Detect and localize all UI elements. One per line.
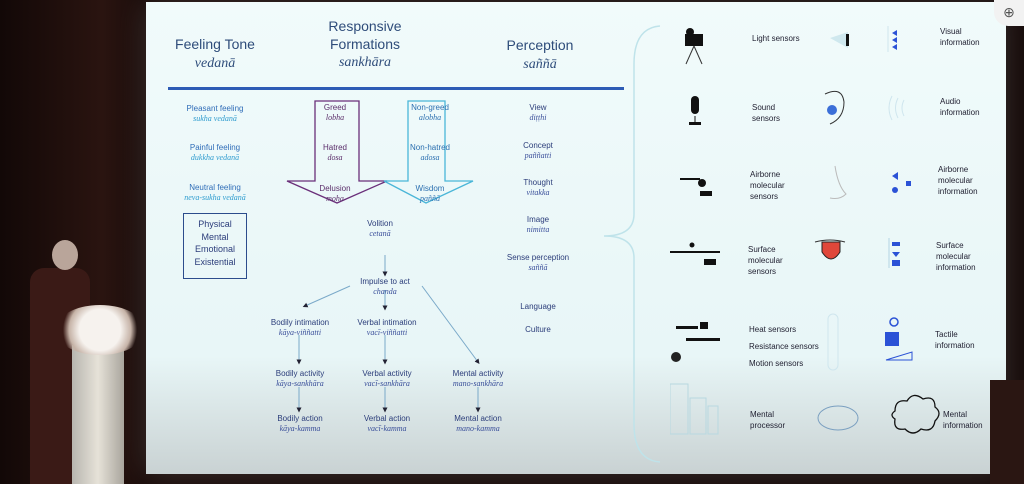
unwholesome-arrow: [286, 100, 388, 204]
tactile-information-label: Tactile information: [935, 330, 975, 350]
speaker-head: [52, 240, 78, 270]
thought-cloud-icon: [891, 394, 940, 434]
mental-information-label: Mental information: [943, 410, 983, 430]
resistance-sensors-label: Resistance sensors: [749, 342, 819, 351]
sensor-icons: [670, 26, 940, 435]
flow-connectors: [296, 255, 481, 413]
brain-icon: [817, 405, 859, 431]
tongue-icon: [814, 239, 846, 260]
surface-information-label: Surface molecular information: [936, 241, 976, 272]
surface-info-icon: [888, 238, 900, 268]
surface-sensors-label: Surface molecular sensors: [748, 245, 783, 276]
header-divider: [168, 87, 624, 90]
body-outline-icon: [827, 313, 839, 371]
camera-icon: [685, 28, 703, 65]
flower-arrangement: [55, 305, 145, 355]
overlay-add-icon[interactable]: ⊕: [994, 0, 1024, 26]
computer-tower-icon: [670, 383, 719, 435]
wholesome-arrow: [383, 100, 474, 204]
podium: [72, 345, 124, 484]
microphone-icon: [689, 96, 701, 125]
perception-culture: Culture: [525, 325, 551, 334]
airborne-sensor-icon: [680, 178, 712, 196]
tactile-sensor-icon: [671, 322, 720, 362]
formation-arrows: [286, 100, 474, 204]
sound-sensors-label: Sound sensors: [752, 103, 781, 123]
airborne-information-label: Airborne molecular information: [938, 165, 978, 196]
audio-waves-icon: [888, 95, 905, 121]
airborne-sensors-label: Airborne molecular sensors: [750, 170, 785, 201]
visual-information-label: Visual information: [940, 27, 980, 47]
heat-sensors-label: Heat sensors: [749, 325, 797, 334]
right-podium: [990, 380, 1024, 484]
tactile-info-icon: [885, 317, 913, 361]
motion-sensors-label: Motion sensors: [749, 359, 804, 368]
surface-sensor-icon: [670, 242, 720, 265]
presentation-slide: [146, 2, 1006, 474]
audio-information-label: Audio information: [940, 97, 980, 117]
eye-icon: [830, 32, 849, 48]
airborne-info-icon: [892, 172, 911, 193]
mental-processor-label: Mental processor: [750, 410, 786, 430]
perception-language: Language: [520, 302, 556, 311]
visual-info-icon: [887, 26, 897, 52]
curly-brace: [603, 25, 661, 463]
ear-icon: [824, 90, 845, 125]
light-sensors-label: Light sensors: [752, 34, 800, 43]
nose-icon: [829, 165, 847, 199]
